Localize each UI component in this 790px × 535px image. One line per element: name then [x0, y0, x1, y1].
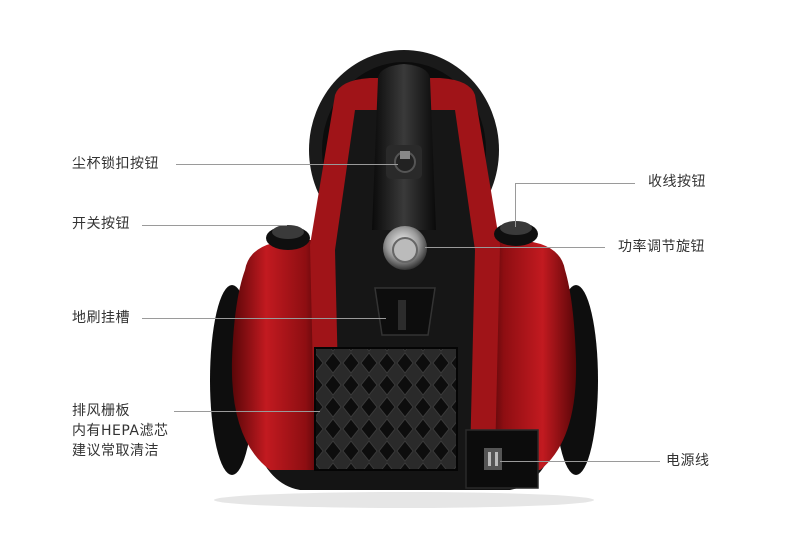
- leader-line-power-knob: [425, 247, 605, 248]
- leader-line-dust-cup-lock: [176, 164, 398, 165]
- leader-line-cord-rewind: [515, 183, 635, 184]
- label-exhaust-line1: 排风栅板: [72, 403, 130, 419]
- left-red-shell: [231, 240, 330, 470]
- right-red-shell: [480, 240, 577, 470]
- label-cord-rewind: 收线按钮: [648, 174, 706, 190]
- leader-line-exhaust-grille: [174, 411, 320, 412]
- leader-line-power-switch: [142, 225, 287, 226]
- label-exhaust-line2: 内有HEPA滤芯: [72, 423, 169, 439]
- leader-line-cord-rewind-drop: [515, 183, 516, 227]
- leader-line-power-cord: [500, 461, 660, 462]
- label-exhaust-line3: 建议常取清洁: [72, 443, 159, 459]
- label-power-switch: 开关按钮: [72, 216, 130, 232]
- leader-line-brush-holder: [142, 318, 386, 319]
- exhaust-grille: [314, 347, 458, 471]
- label-power-cord: 电源线: [666, 453, 710, 469]
- label-brush-holder: 地刷挂槽: [72, 310, 130, 326]
- label-power-knob: 功率调节旋钮: [618, 239, 705, 255]
- label-dust-cup-lock: 尘杯锁扣按钮: [72, 156, 159, 172]
